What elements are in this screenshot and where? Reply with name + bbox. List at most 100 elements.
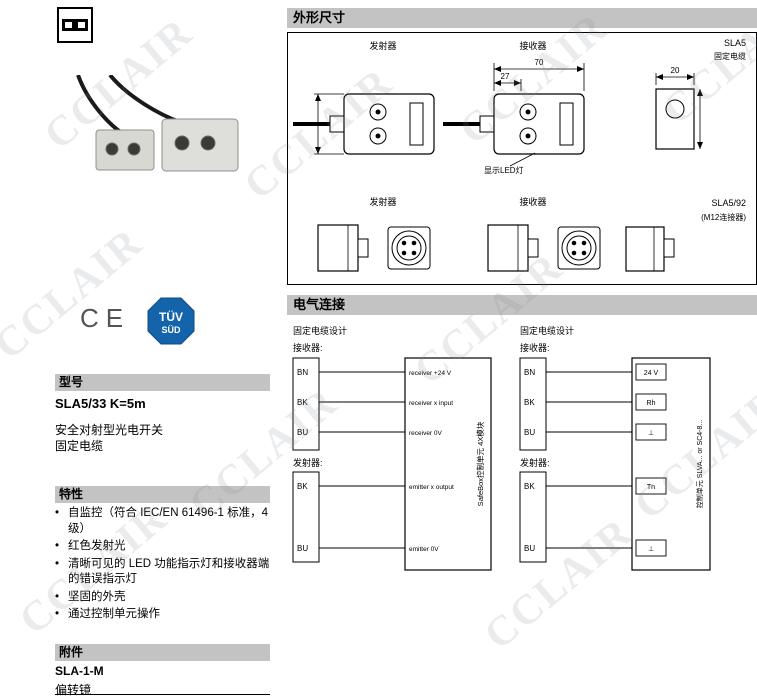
safebox-emitter-cable-box xyxy=(292,471,320,563)
wire-label: BK xyxy=(297,398,308,407)
divider xyxy=(55,694,270,695)
feature-item: • 自监控（符合 IEC/EN 61496-1 标准，4 级） xyxy=(55,506,271,537)
dim-depth: 20 xyxy=(671,66,680,75)
terminal-label: Tn xyxy=(647,484,655,491)
m12-connector-face xyxy=(557,226,601,270)
terminal-label: receiver +24 V xyxy=(409,370,452,377)
terminal-label: 24 V xyxy=(644,370,659,377)
bullet-icon: • xyxy=(55,540,60,552)
feature-text: 清晰可见的 LED 功能指示灯和接收器端的错误指示灯 xyxy=(68,557,270,586)
feature-text: 自监控（符合 IEC/EN 61496-1 标准，4 级） xyxy=(68,507,269,535)
bullet-icon: • xyxy=(55,557,60,570)
wiring-diagrams: 固定电缆设计 接收器: BN BK BU receiver +24 V rece… xyxy=(287,318,757,658)
emitter-label-top: 发射器 xyxy=(369,40,396,51)
through-beam-sensor-icon xyxy=(57,7,93,48)
receiver-label-bottom: 接收器 xyxy=(519,196,546,207)
control-receiver-cable-box xyxy=(519,357,547,451)
control-emitter-label: 发射器: xyxy=(520,457,550,468)
safebox-diagram-title: 固定电缆设计 xyxy=(293,325,347,336)
side-view-top xyxy=(655,88,695,150)
feature-text: 坚固的外壳 xyxy=(68,590,126,603)
feature-item: •通过控制单元操作 xyxy=(55,607,271,623)
dimensions-drawing: 发射器 接收器 SLA5 固定电缆 xyxy=(287,32,757,285)
wire-label: BK xyxy=(297,482,308,491)
electrical-section-header: 电气连接 xyxy=(287,295,757,315)
safebox-control-unit-box xyxy=(404,357,492,571)
accessory-description: 偏转镜 xyxy=(55,683,92,697)
feature-item: • 坚固的外壳 xyxy=(55,590,271,606)
bullet-icon: • xyxy=(55,608,60,620)
variant-note-bottom: (M12连接器) xyxy=(701,212,746,222)
dimension-lines xyxy=(655,73,703,149)
feature-item: • 清晰可见的 LED 功能指示灯和接收器端的错误指示灯 xyxy=(55,557,271,588)
receiver-wires xyxy=(319,371,405,433)
features-list: • 自监控（符合 IEC/EN 61496-1 标准，4 级） • 红色发射光 • 清… xyxy=(55,506,271,625)
model-description-line2: 固定电缆 xyxy=(55,439,104,453)
sensor-body-left xyxy=(95,129,155,171)
wire-label: BN xyxy=(524,368,535,377)
emitter-front-view xyxy=(293,93,435,155)
connector-side-view xyxy=(625,226,675,272)
emitter-wires xyxy=(319,485,405,549)
receiver-wires xyxy=(546,371,632,433)
dim-width-partial: 27 xyxy=(501,72,510,81)
model-number: SLA5/33 K=5m xyxy=(55,396,146,411)
wire-label: BK xyxy=(524,398,535,407)
m12-connector-face xyxy=(387,226,431,270)
tuv-text: TÜV xyxy=(159,309,183,324)
tuv-sub-text: SÜD xyxy=(161,325,181,335)
receiver-front-view xyxy=(443,93,585,155)
variant-note-top: 固定电缆 xyxy=(714,51,746,61)
safebox-emitter-label: 发射器: xyxy=(293,457,323,468)
product-photo xyxy=(50,73,245,195)
control-receiver-label: 接收器: xyxy=(520,342,550,353)
model-description-line1: 安全对射型光电开关 xyxy=(55,423,164,437)
ce-mark: CE xyxy=(80,303,131,333)
leader-line xyxy=(509,152,536,167)
wire-label: BU xyxy=(524,428,535,437)
control-unit-box xyxy=(631,357,711,571)
dimension-lines xyxy=(493,63,585,91)
accessory-model: SLA-1-M xyxy=(55,664,104,678)
terminal-label: receiver x input xyxy=(409,400,453,407)
receiver-label-top: 接收器 xyxy=(519,40,546,51)
safebox-receiver-cable-box xyxy=(292,357,320,451)
sensor-body-right xyxy=(161,118,239,172)
wire-label: BU xyxy=(297,428,308,437)
emitter-side-view xyxy=(317,224,369,272)
control-diagram-title: 固定电缆设计 xyxy=(520,325,574,336)
wire-label: BN xyxy=(297,368,308,377)
terminal-label: emitter x output xyxy=(409,484,454,491)
tuv-octagon xyxy=(147,297,195,345)
accessories-section-header: 附件 xyxy=(55,644,270,661)
terminal-boxes xyxy=(635,363,667,557)
model-section-header: 型号 xyxy=(55,374,270,391)
terminal-label: emitter 0V xyxy=(409,546,439,553)
wire-label: BU xyxy=(297,544,308,553)
terminal-label: Rh xyxy=(647,400,656,407)
terminal-label: receiver 0V xyxy=(409,430,443,437)
feature-item: • 红色发射光 xyxy=(55,539,271,555)
feature-text: 红色发射光 xyxy=(68,540,126,552)
safebox-receiver-label: 接收器: xyxy=(293,342,323,353)
dimension-lines xyxy=(314,93,344,155)
variant-label-top: SLA5 xyxy=(724,38,746,48)
control-unit-label: 控制单元 SLVA... or SC4-8... xyxy=(695,420,704,508)
safebox-control-unit-label: SafeBox控制单元 4X模块 xyxy=(475,421,485,506)
features-section-header: 特性 xyxy=(55,486,270,503)
watermark: CCLAIR xyxy=(0,219,152,369)
emitter-label-bottom: 发射器 xyxy=(369,196,396,207)
tuv-sud-logo: TÜV SÜD xyxy=(146,296,196,351)
wire-label: BK xyxy=(524,482,535,491)
dim-width-total: 70 xyxy=(535,58,544,67)
bullet-icon: • xyxy=(55,590,60,603)
control-emitter-cable-box xyxy=(519,471,547,563)
terminal-label: ⊥ xyxy=(648,546,654,553)
terminal-label: ⊥ xyxy=(648,430,654,437)
dimensions-section-header: 外形尺寸 xyxy=(287,8,757,28)
receiver-side-view xyxy=(487,224,539,272)
led-indicator-label: 显示LED灯 xyxy=(484,165,524,175)
emitter-wires xyxy=(546,485,632,549)
wire-label: BU xyxy=(524,544,535,553)
bullet-icon: • xyxy=(55,507,60,519)
